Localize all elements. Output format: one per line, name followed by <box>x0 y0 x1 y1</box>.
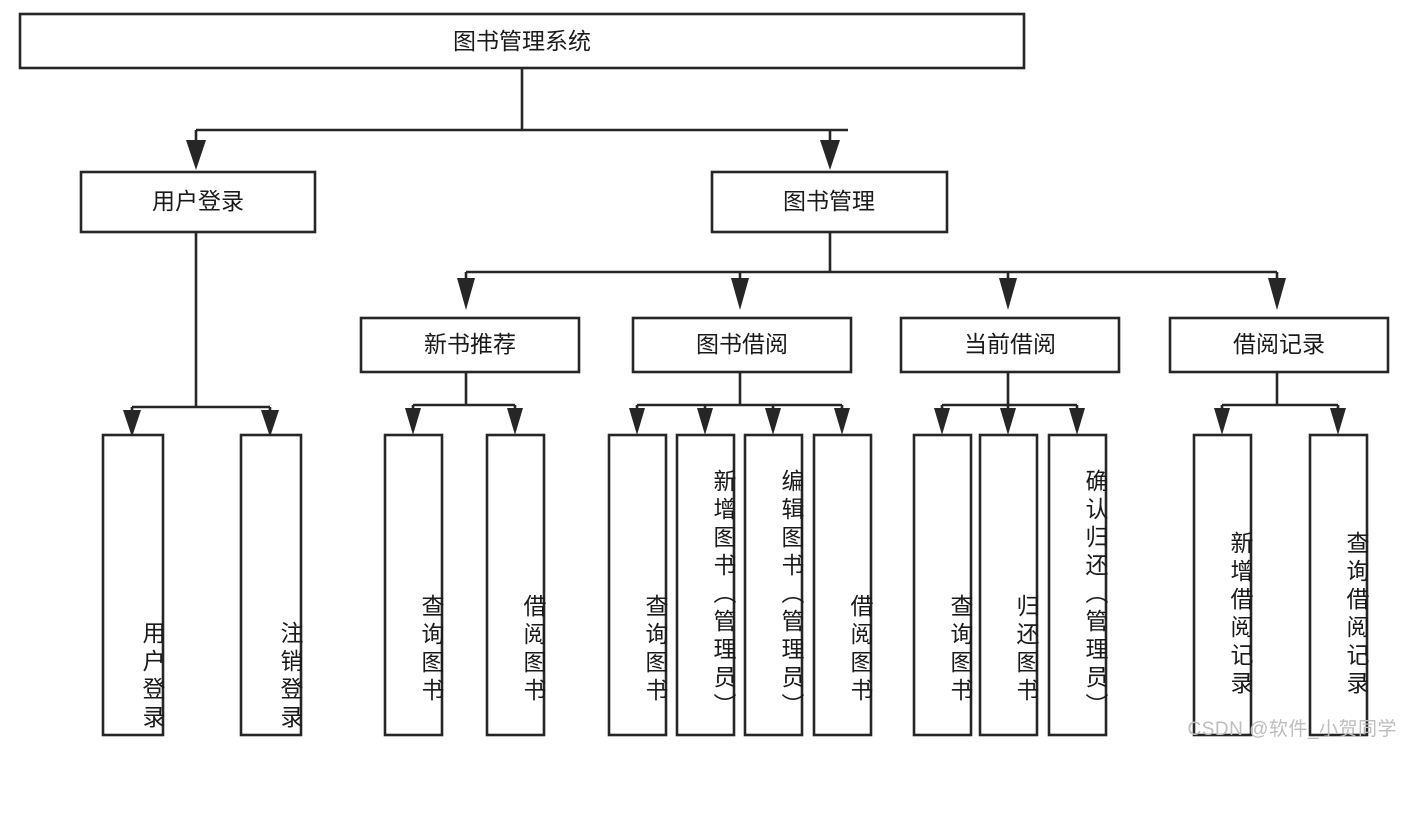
arrow-leaf-nb-2 <box>507 408 523 435</box>
node-leaf-br-query-box[interactable] <box>1308 433 1369 737</box>
flowchart-diagram: 图书管理系统 用户登录 图书管理 新书推荐 图书借阅 当前借阅 借阅记录 <box>18 12 1397 740</box>
arrow-leaf-user-login <box>123 410 141 437</box>
arrow-leaf-br-1 <box>1214 408 1230 435</box>
arrow-leaf-br-2 <box>1330 408 1346 435</box>
node-user-login-label: 用户登录 <box>152 188 244 214</box>
arrow-leaf-cb-3 <box>1069 408 1085 435</box>
arrow-leaf-bb-2 <box>697 408 713 435</box>
node-book-borrow-box[interactable] <box>631 316 853 374</box>
node-leaf-bb-add-box[interactable] <box>675 433 736 737</box>
node-user-login-box[interactable] <box>79 170 317 234</box>
node-group: 图书管理系统 用户登录 图书管理 新书推荐 图书借阅 当前借阅 借阅记录 <box>18 12 1390 737</box>
node-leaf-br-add-box[interactable] <box>1192 433 1253 737</box>
node-leaf-nb-borrow-box[interactable] <box>485 433 546 737</box>
node-new-book-label: 新书推荐 <box>424 331 516 357</box>
node-leaf-cb-confirm-box[interactable] <box>1047 433 1108 737</box>
node-leaf-nb-query-box[interactable] <box>383 433 444 737</box>
node-current-borrow-label: 当前借阅 <box>964 331 1056 357</box>
diagram-canvas: 图书管理系统 用户登录 图书管理 新书推荐 图书借阅 当前借阅 借阅记录 <box>18 12 1390 737</box>
arrow-leaf-cb-1 <box>934 408 950 435</box>
node-borrow-record-label: 借阅记录 <box>1233 331 1325 357</box>
arrow-leaf-logout <box>261 410 279 437</box>
node-leaf-bb-borrow-box[interactable] <box>812 433 873 737</box>
arrow-to-borrowrecord <box>1268 278 1286 310</box>
node-root-label: 图书管理系统 <box>453 28 591 54</box>
node-leaf-logout-box[interactable] <box>239 433 303 737</box>
arrow-leaf-nb-1 <box>405 408 421 435</box>
arrow-to-newbook <box>457 278 475 310</box>
arrow-to-userlogin <box>186 140 206 170</box>
node-root-box[interactable] <box>18 12 1026 70</box>
csdn-watermark: CSDN @软件_小贺同学 <box>1187 719 1397 740</box>
node-leaf-bb-edit-box[interactable] <box>743 433 804 737</box>
node-book-management-box[interactable] <box>710 170 949 234</box>
node-leaf-bb-query-box[interactable] <box>607 433 668 737</box>
node-book-management-label: 图书管理 <box>783 188 875 214</box>
arrow-leaf-bb-4 <box>834 408 850 435</box>
arrow-to-bookborrow <box>731 278 749 310</box>
arrow-leaf-bb-3 <box>765 408 781 435</box>
node-leaf-user-login-box[interactable] <box>101 433 165 737</box>
node-borrow-record-box[interactable] <box>1168 316 1390 374</box>
node-leaf-cb-query-box[interactable] <box>912 433 973 737</box>
node-book-borrow-label: 图书借阅 <box>696 331 788 357</box>
arrow-to-currentborrow <box>999 278 1017 310</box>
arrow-leaf-bb-1 <box>629 408 645 435</box>
arrow-to-bookmgmt <box>820 140 840 170</box>
arrow-leaf-cb-2 <box>1000 408 1016 435</box>
edge-group <box>123 68 1346 437</box>
node-current-borrow-box[interactable] <box>899 316 1121 374</box>
node-new-book-box[interactable] <box>359 316 581 374</box>
node-leaf-cb-return-box[interactable] <box>978 433 1039 737</box>
